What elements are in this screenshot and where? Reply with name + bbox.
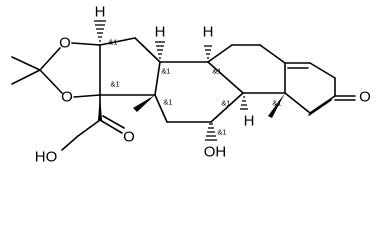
bond-layer: [11, 37, 356, 151]
bond-o2-c17: [73, 94, 101, 98]
bond-c16-o1: [71, 42, 101, 46]
bond-c12-c13: [154, 94, 168, 123]
stereo-label-c9: &1: [221, 99, 230, 108]
bond-c1-c10: [284, 92, 311, 114]
wedge-c17-sidechain: [98, 95, 102, 120]
bond-c20-c21: [77, 119, 101, 137]
bond-c14-c15: [134, 37, 161, 63]
hash-c9-h: [240, 96, 248, 110]
wedge-c10-methyl: [268, 93, 285, 118]
hash-c14-h: [155, 41, 165, 59]
bond-c9-c11: [210, 92, 244, 123]
bond-cme2-o2: [39, 69, 63, 94]
atom-h-c9: H: [244, 113, 255, 130]
stereo-label-c13: &1: [163, 98, 172, 107]
bond-c8-c9: [207, 61, 244, 94]
bond-c2-c1: [309, 95, 336, 114]
atom-label-layer: O O O O HO OH H H H H: [35, 4, 371, 166]
stereo-label-c10: &1: [272, 99, 281, 108]
bond-c4-c6: [259, 44, 286, 64]
bond-c5-c3: [309, 62, 336, 79]
bond-c2-c1-double: [308, 99, 332, 116]
atom-o-dioxolane-top: O: [59, 35, 71, 52]
hash-c11-oh: [205, 123, 217, 141]
atom-o-dioxolane-bottom: O: [61, 89, 73, 106]
bond-c15-c16: [99, 37, 136, 46]
bond-o1-cme2: [39, 47, 61, 71]
stereo-label-c17: &1: [110, 80, 119, 89]
atom-h-c16: H: [95, 4, 106, 21]
bond-c20-o-double: [102, 115, 125, 129]
wedge-c13-methyl: [133, 95, 155, 112]
stereo-layer: [94, 20, 285, 141]
bond-cme2-methyl-a: [11, 56, 41, 71]
atom-h-c8: H: [203, 24, 214, 41]
atom-o-ketone-c3: O: [359, 89, 371, 106]
bond-c20-o: [99, 119, 123, 134]
stereo-label-c8: &1: [212, 67, 221, 76]
hash-c8-h: [204, 45, 212, 59]
bond-c13-c14: [154, 61, 161, 96]
stereo-label-c16: &1: [108, 38, 117, 47]
stereo-label-layer: &1 &1 &1 &1 &1 &1 &1 &1: [108, 38, 281, 137]
bond-c7-c8: [207, 44, 233, 63]
atom-hydroxyl-side-chain: HO: [35, 149, 58, 166]
atom-h-c14: H: [155, 24, 166, 41]
hash-c16-h: [94, 20, 106, 42]
atom-o-ketone-side: O: [123, 129, 135, 146]
stereo-label-c11: &1: [217, 128, 226, 137]
bond-c21-oh: [61, 135, 79, 151]
stereo-label-c14: &1: [161, 67, 170, 76]
atom-hydroxyl-c11: OH: [204, 144, 227, 161]
bond-cme2-methyl-b: [11, 69, 41, 85]
chemical-structure-diagram: O O O O HO OH H H H H &1 &1 &1 &1 &1 &1 …: [11, 4, 371, 166]
